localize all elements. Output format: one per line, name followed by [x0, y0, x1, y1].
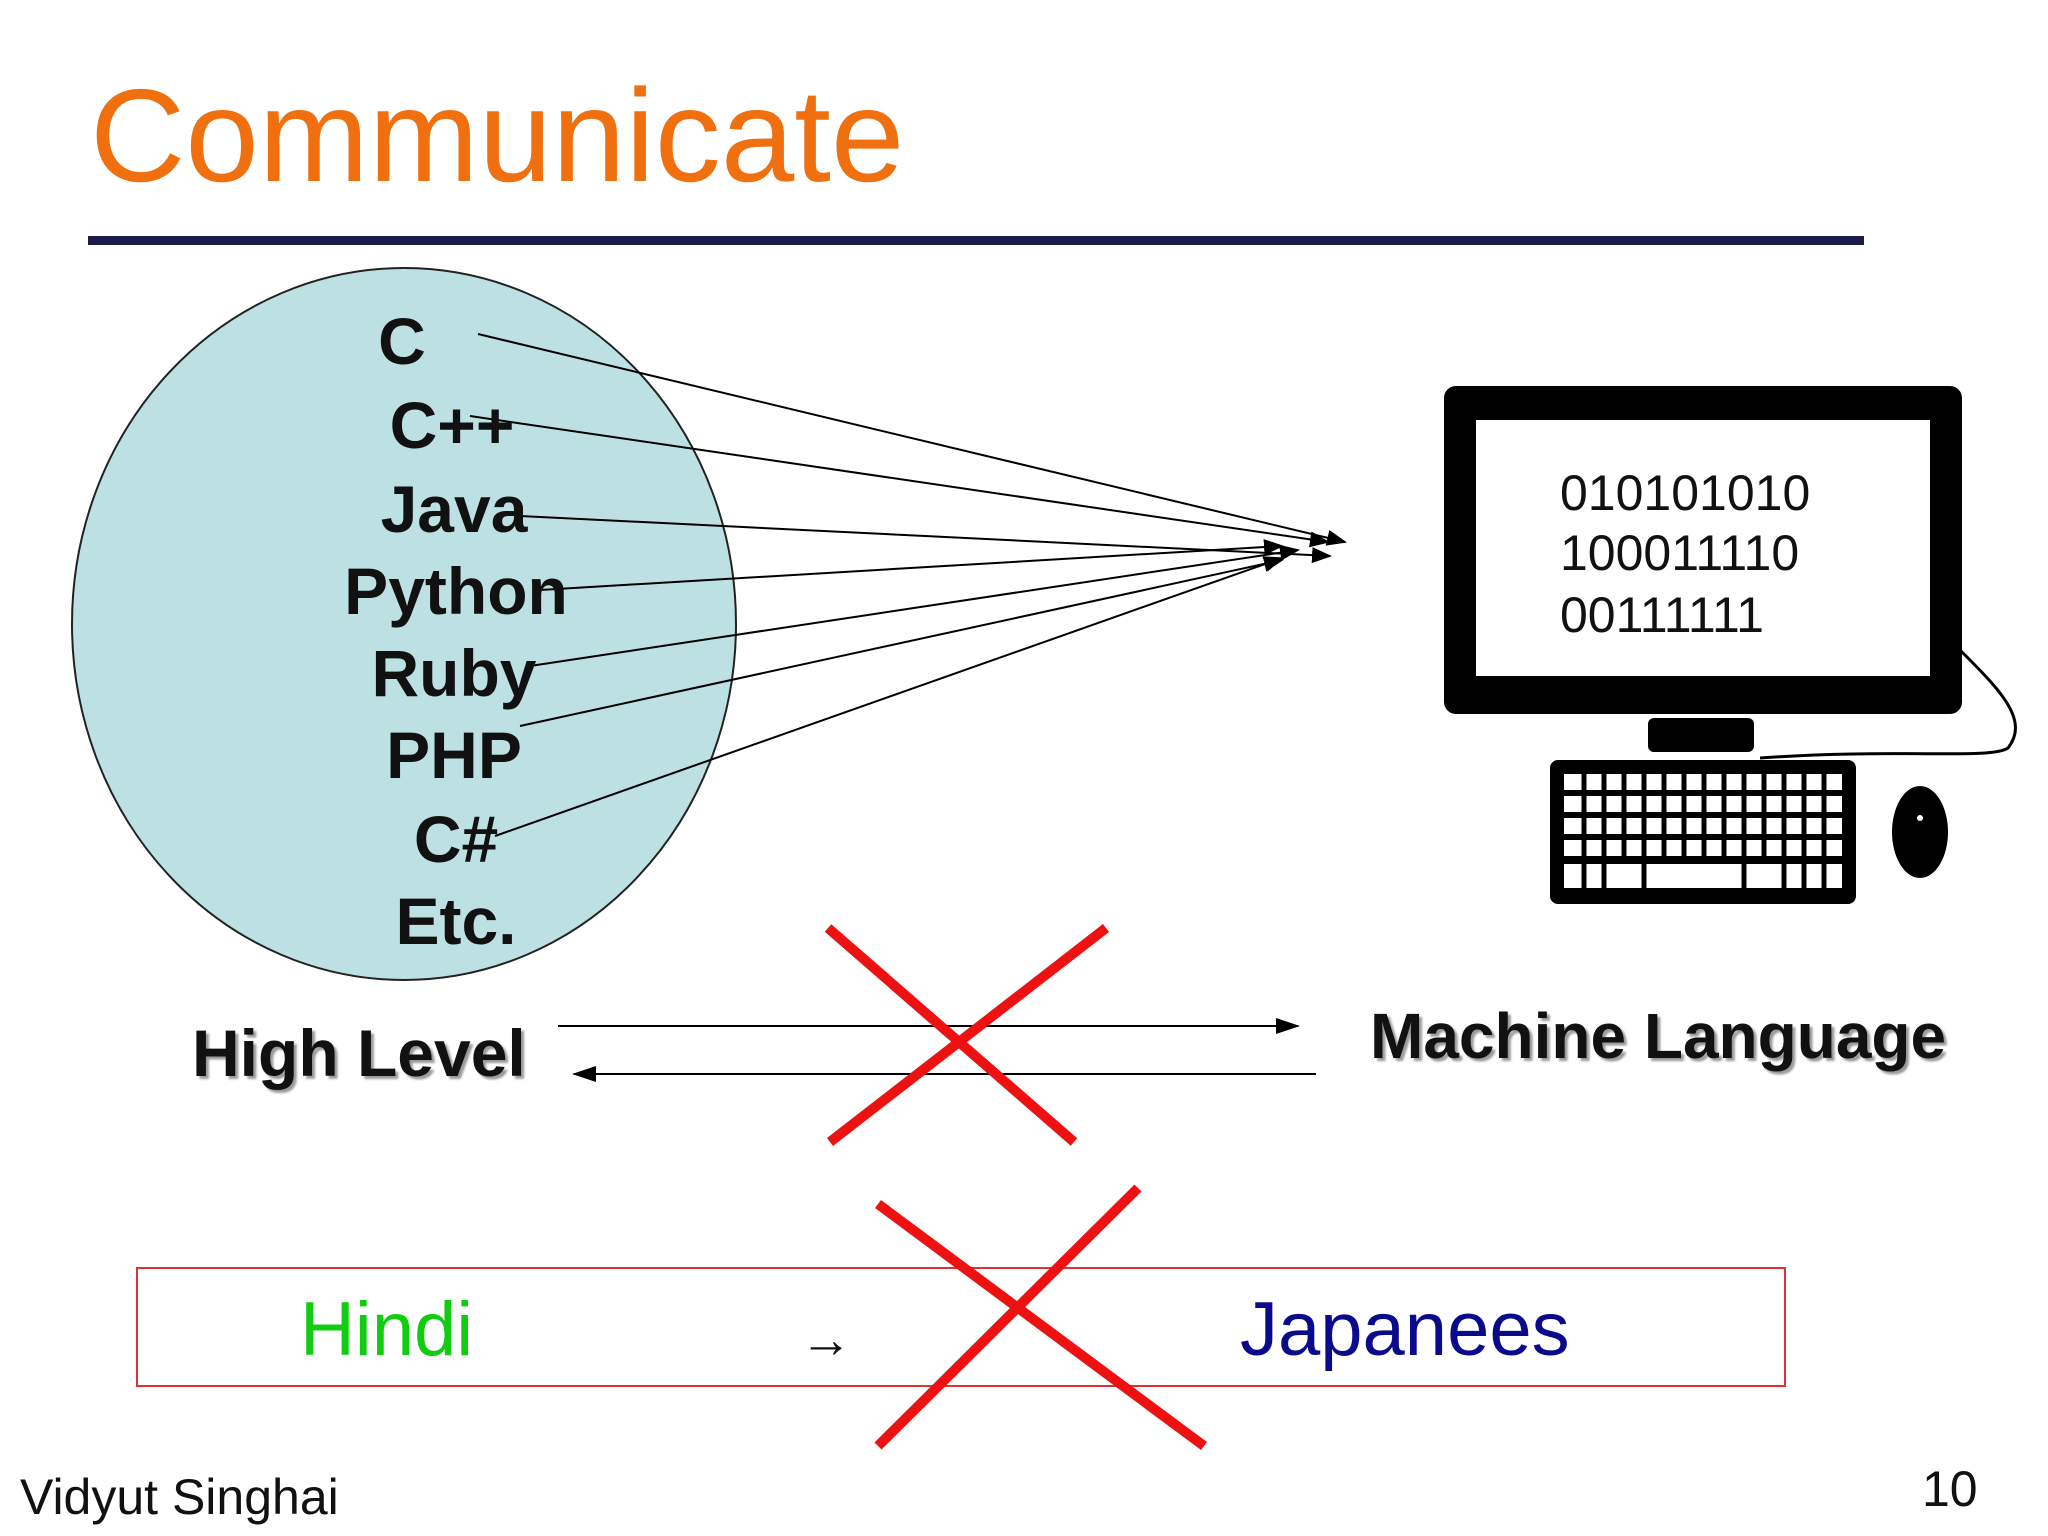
binary-line-3: 00111111 [1560, 587, 1764, 643]
language-ruby: Ruby [371, 636, 537, 710]
arrow-java [519, 515, 1332, 564]
language-java: Java [380, 472, 528, 546]
language-arrows [469, 333, 1347, 837]
right-arrow-icon: → [800, 1311, 852, 1369]
red-cross-icon-2 [874, 1184, 1207, 1451]
arrow-php [519, 556, 1284, 727]
language-cpp: C++ [389, 388, 515, 462]
desktop-computer-icon [1444, 386, 2017, 760]
high-level-label: High Level [192, 1016, 526, 1090]
binary-line-2: 100011110 [1560, 525, 1800, 581]
red-cross-icon [824, 924, 1110, 1146]
mouse-icon [1892, 786, 1948, 878]
arrow-csharp [494, 556, 1284, 837]
title-underline [88, 236, 1864, 245]
machine-language-label: Machine Language [1370, 1000, 1947, 1072]
keyboard-icon [1550, 760, 1856, 904]
high-level-languages-circle [71, 267, 737, 981]
arrow-python [539, 539, 1284, 591]
arrow-ruby [529, 544, 1300, 667]
language-etc: Etc. [395, 884, 517, 958]
language-php: PHP [386, 718, 522, 792]
translation-arrows [558, 1018, 1316, 1082]
japanese-label: Japanees [1240, 1287, 1570, 1372]
language-csharp: C# [413, 802, 499, 876]
author-footer: Vidyut Singhai [20, 1469, 339, 1525]
slide-title: Communicate [90, 62, 905, 209]
binary-line-1: 010101010 [1560, 465, 1811, 521]
language-c: C [378, 304, 426, 378]
hindi-label: Hindi [300, 1287, 474, 1372]
arrow-cpp [469, 415, 1330, 548]
language-python: Python [344, 554, 568, 628]
arrow-c [477, 333, 1347, 546]
page-number: 10 [1922, 1461, 1978, 1517]
